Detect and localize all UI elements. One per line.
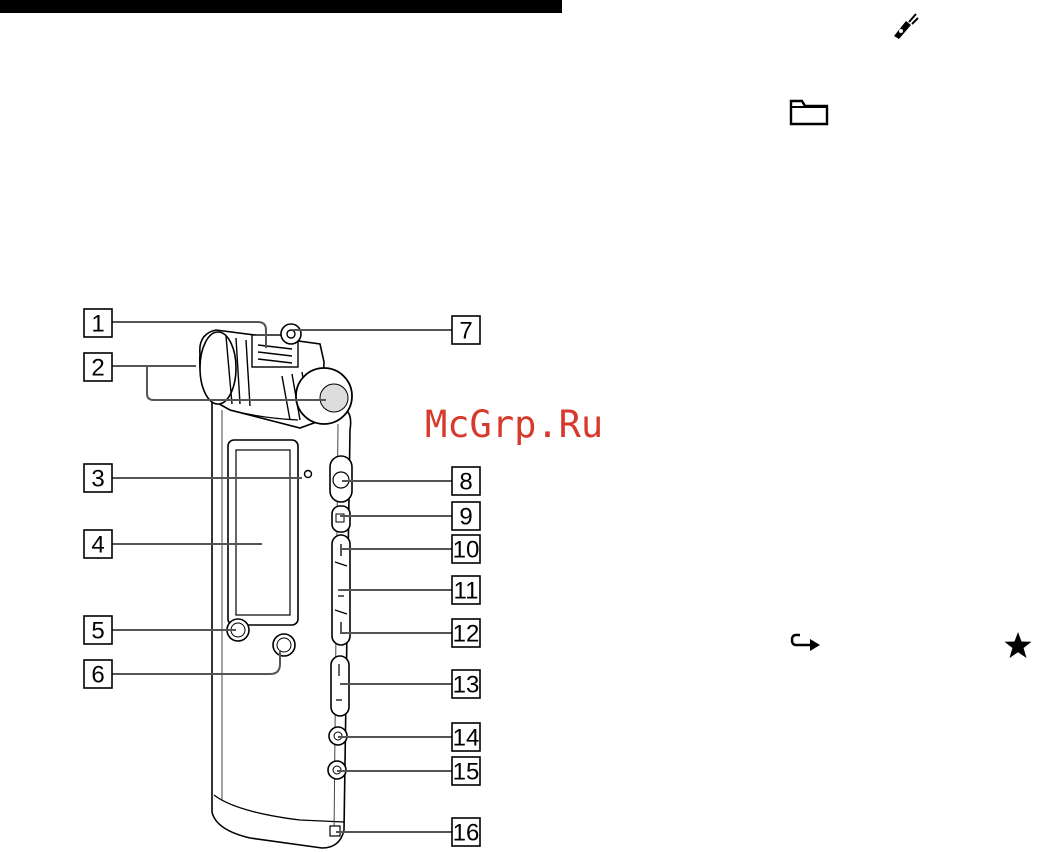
svg-text:5: 5 [91, 618, 104, 645]
svg-text:14: 14 [453, 725, 480, 752]
callout-8: 8 [452, 467, 480, 496]
svg-text:1: 1 [91, 311, 104, 338]
callout-6: 6 [84, 660, 112, 689]
svg-text:11: 11 [454, 578, 479, 605]
front-button-right [273, 634, 295, 656]
svg-text:6: 6 [91, 662, 104, 689]
svg-text:13: 13 [453, 672, 480, 699]
svg-text:4: 4 [91, 532, 104, 559]
svg-text:7: 7 [459, 318, 472, 345]
display-window [228, 440, 298, 625]
callout-4: 4 [84, 530, 112, 559]
callout-14: 14 [452, 723, 480, 752]
callout-9: 9 [452, 502, 480, 531]
callout-2: 2 [84, 353, 112, 382]
svg-text:3: 3 [91, 466, 104, 493]
callout-15: 15 [452, 757, 480, 786]
callout-12: 12 [452, 619, 480, 648]
svg-text:9: 9 [459, 504, 472, 531]
svg-text:8: 8 [459, 469, 472, 496]
svg-text:12: 12 [453, 621, 480, 648]
callout-1: 1 [84, 309, 112, 338]
callout-13: 13 [452, 670, 480, 699]
svg-text:10: 10 [453, 537, 480, 564]
callout-5: 5 [84, 616, 112, 645]
svg-text:2: 2 [91, 355, 104, 382]
indicator-lamp [305, 471, 312, 478]
callout-10: 10 [452, 535, 480, 564]
svg-text:15: 15 [453, 759, 480, 786]
callout-16: 16 [452, 818, 480, 847]
callout-11: 11 [452, 576, 480, 605]
svg-text:16: 16 [453, 820, 480, 847]
callout-7: 7 [452, 316, 480, 345]
callout-3: 3 [84, 464, 112, 493]
